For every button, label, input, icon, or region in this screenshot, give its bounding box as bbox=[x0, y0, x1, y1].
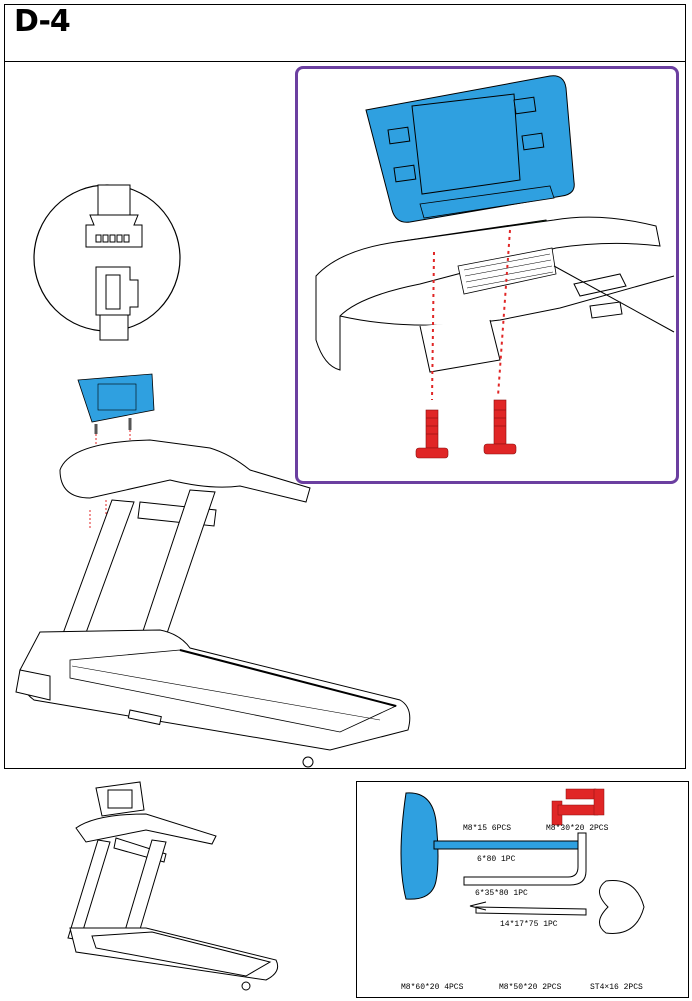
part-label-6x35x80: 6*35*80 1PC bbox=[475, 889, 528, 898]
part-label-m8x30: M8*30*20 2PCS bbox=[546, 824, 609, 833]
part-label-14x17x75: 14*17*75 1PC bbox=[500, 920, 558, 929]
console-mount-detail-frame bbox=[295, 66, 679, 484]
part-label-m8x50: M8*50*20 2PCS bbox=[499, 983, 562, 992]
bolt-icon bbox=[551, 788, 605, 826]
header-bar bbox=[4, 4, 686, 62]
parts-list-frame bbox=[356, 781, 689, 998]
main-illustration-frame bbox=[4, 61, 686, 769]
part-label-m8x60: M8*60*20 4PCS bbox=[401, 983, 464, 992]
completed-treadmill-overview-illustration bbox=[67, 781, 279, 991]
bolt-icon bbox=[415, 399, 517, 459]
connector-detail-illustration bbox=[33, 184, 181, 341]
part-label-st4x16: ST4×16 2PCS bbox=[590, 983, 643, 992]
part-label-m8x15: M8*15 6PCS bbox=[463, 824, 512, 833]
t-handle-wrench-icon bbox=[400, 792, 585, 900]
treadmill-assembly-illustration bbox=[15, 373, 411, 768]
part-label-6x80: 6*80 1PC bbox=[477, 855, 516, 864]
step-title: D-4 bbox=[14, 4, 71, 39]
console-mount-detail-illustration bbox=[315, 75, 675, 459]
spanner-icon bbox=[469, 880, 645, 934]
parts-list-illustration bbox=[400, 788, 645, 934]
l-hex-wrench-icon bbox=[463, 832, 587, 886]
